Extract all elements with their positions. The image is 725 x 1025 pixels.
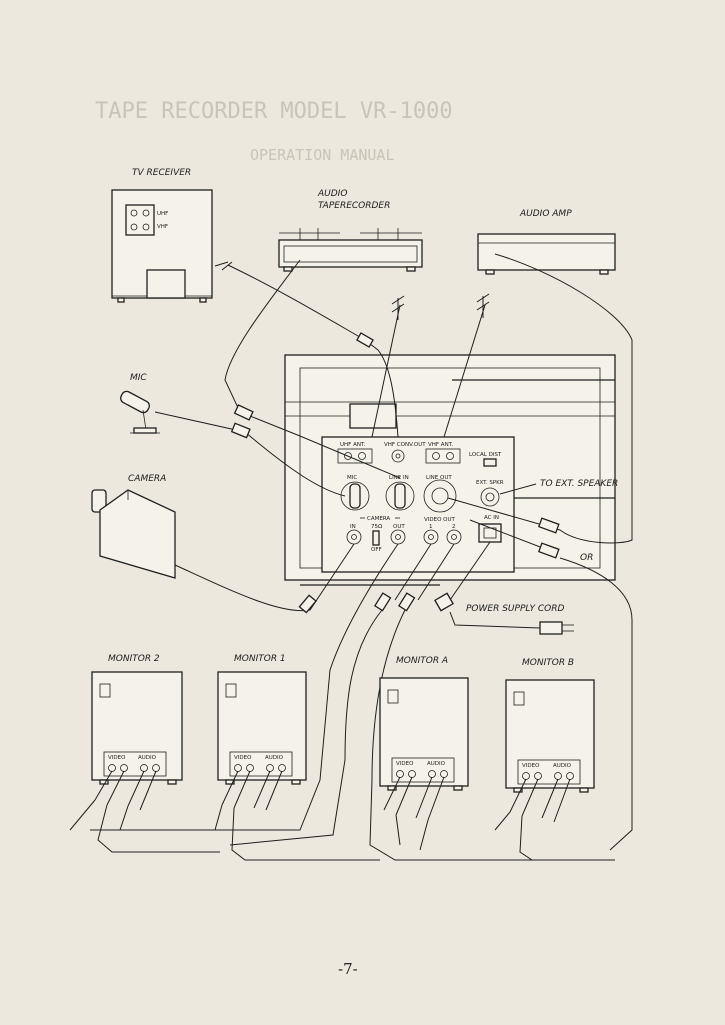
tv-receiver: UHF VHF xyxy=(111,189,213,303)
speaker-cables: TO EXT. SPEAKER OR xyxy=(447,253,633,851)
connector-panel: UHF ANT. VHF CONV.OUT VHF ANT. LOCAL DIS… xyxy=(321,436,515,573)
or-label: OR xyxy=(580,553,593,563)
uhf-ant-jack-2[interactable] xyxy=(358,452,366,460)
ac-in-socket[interactable] xyxy=(478,523,502,543)
monitor-1-audio-label: AUDIO xyxy=(265,755,284,761)
camera-switch-label: CAMERA xyxy=(367,516,390,522)
vhf-conv-out-label: VHF CONV.OUT xyxy=(384,442,426,448)
monitor-a-label: MONITOR A xyxy=(396,656,448,666)
monitor-b-video-label: VIDEO xyxy=(522,763,540,769)
vhf-ant-jack-2[interactable] xyxy=(446,452,454,460)
monitor-a-video-label: VIDEO xyxy=(396,761,414,767)
panel-mic-label: MIC xyxy=(347,475,357,481)
audio-taperecorder xyxy=(278,228,423,272)
video-output-cables xyxy=(90,543,560,861)
uhf-ant-jack[interactable] xyxy=(344,452,352,460)
mic-label: MIC xyxy=(130,373,147,383)
tv-uhf-label: UHF xyxy=(157,211,168,217)
camera-in-label: IN xyxy=(350,524,356,530)
video-out-2-label: 2 xyxy=(452,524,456,530)
local-dist-switch[interactable] xyxy=(483,458,497,467)
monitor-b-audio-label: AUDIO xyxy=(553,763,572,769)
monitor-b: MONITOR B VIDEO AUDIO xyxy=(494,658,615,861)
monitor-2: MONITOR 2 VIDEO AUDIO xyxy=(69,654,220,853)
uhf-ant-label: UHF ANT. xyxy=(340,442,366,448)
line-out-jack[interactable] xyxy=(423,479,457,513)
camera-out-label: OUT xyxy=(393,524,405,530)
audio-taperecorder-cable xyxy=(224,259,401,479)
camera-cable xyxy=(174,543,355,614)
ghost-subtitle: OPERATION MANUAL xyxy=(250,146,395,164)
video-out-1-label: 1 xyxy=(429,524,433,530)
vhf-conv-out-jack[interactable] xyxy=(391,449,405,463)
audio-amp-label: AUDIO AMP xyxy=(519,209,572,219)
switch-off-label: OFF xyxy=(371,547,382,553)
monitor-2-audio-label: AUDIO xyxy=(138,755,157,761)
monitor-b-label: MONITOR B xyxy=(522,658,574,668)
camera-label: CAMERA xyxy=(128,474,166,484)
vhf-ant-jack[interactable] xyxy=(432,452,440,460)
monitor-1-video-label: VIDEO xyxy=(234,755,252,761)
audio-amp xyxy=(477,233,616,275)
video-out-label: VIDEO OUT xyxy=(424,517,456,523)
vhf-ant-label: VHF ANT. xyxy=(428,442,453,448)
mic-cable xyxy=(154,411,346,497)
mic xyxy=(120,390,160,434)
tv-vhf-label: VHF xyxy=(157,224,168,230)
to-ext-speaker-label: TO EXT. SPEAKER xyxy=(540,479,618,489)
monitor-a-audio-label: AUDIO xyxy=(427,761,446,767)
line-out-label: LINE OUT xyxy=(426,475,452,481)
tv-cable xyxy=(214,261,399,438)
ext-spkr-jack[interactable] xyxy=(480,487,500,507)
power-supply-cord-label: POWER SUPPLY CORD xyxy=(466,604,564,614)
ext-spkr-label: EXT. SPKR xyxy=(476,480,504,486)
camera-75-switch[interactable] xyxy=(372,530,380,546)
camera xyxy=(91,489,176,579)
audio-taperecorder-label-1: AUDIO xyxy=(317,189,347,199)
audio-taperecorder-label-2: TAPERECORDER xyxy=(318,201,390,211)
switch-75-label: 75Ω xyxy=(371,524,382,530)
line-in-knob[interactable] xyxy=(385,481,415,511)
ghost-title: TAPE RECORDER MODEL VR-1000 xyxy=(95,99,453,124)
monitor-a: MONITOR A VIDEO AUDIO xyxy=(379,656,469,851)
monitor-2-video-label: VIDEO xyxy=(108,755,126,761)
monitor-1-label: MONITOR 1 xyxy=(234,654,286,664)
tv-receiver-label: TV RECEIVER xyxy=(132,168,191,178)
power-supply-cord: POWER SUPPLY CORD xyxy=(434,541,574,635)
antenna-cables xyxy=(371,293,490,438)
page-number: -7- xyxy=(338,960,358,978)
local-dist-label: LOCAL DIST xyxy=(469,452,502,458)
monitor-2-label: MONITOR 2 xyxy=(108,654,160,664)
monitor-1: MONITOR 1 VIDEO AUDIO xyxy=(214,654,380,861)
mic-input-knob[interactable] xyxy=(340,481,370,511)
ac-in-label: AC IN xyxy=(484,515,499,521)
